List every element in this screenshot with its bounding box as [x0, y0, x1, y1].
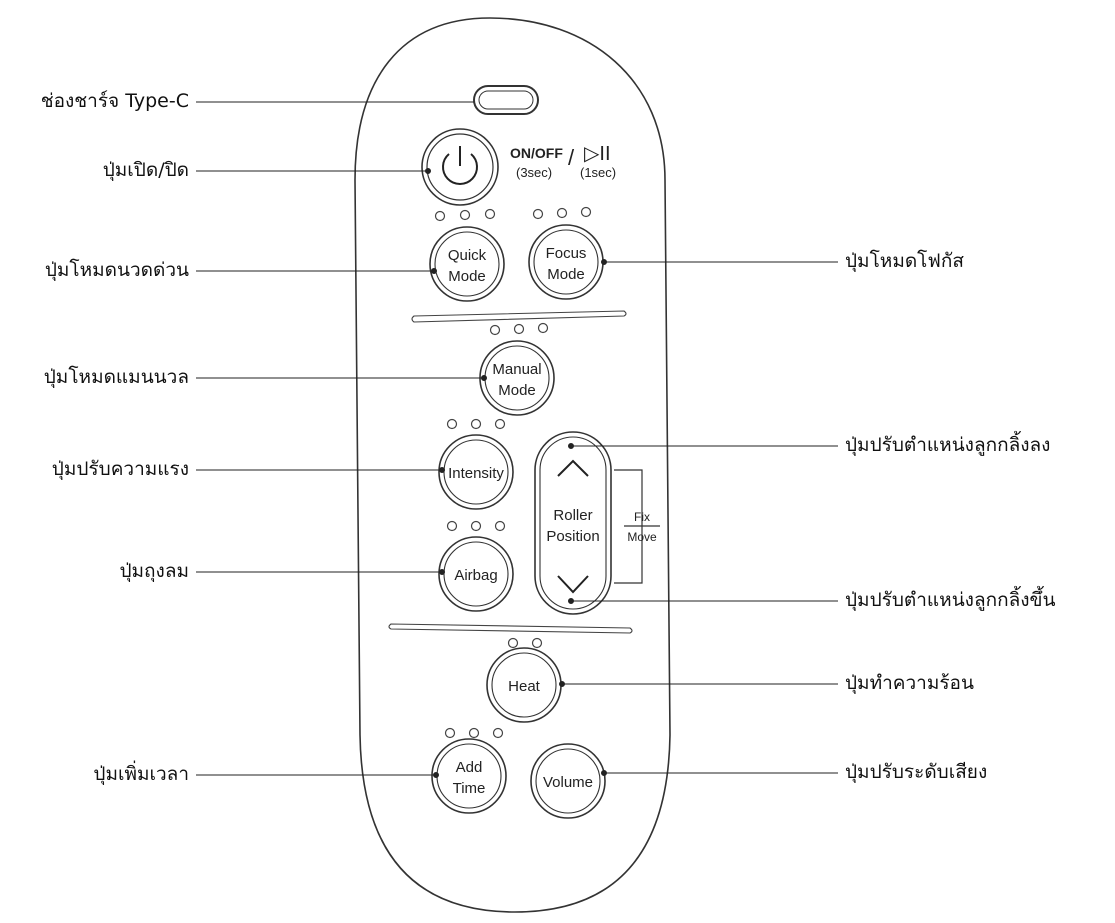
label-manual-mode: ปุ่มโหมดแมนนวล [43, 366, 189, 388]
heat-label: Heat [508, 678, 541, 695]
label-airbag: ปุ่มถุงลม [119, 560, 189, 582]
focus-mode-label-1: Focus [546, 245, 587, 262]
label-volume: ปุ่มปรับระดับเสียง [845, 761, 988, 783]
quick-mode-button[interactable]: Quick Mode [429, 226, 505, 302]
focus-mode-button[interactable]: Focus Mode [528, 224, 604, 300]
manual-mode-button[interactable]: Manual Mode [479, 340, 555, 416]
label-roller-down: ปุ่มปรับตำแหน่งลูกกลิ้งลง [845, 434, 1051, 456]
chevron-up-icon[interactable] [557, 459, 589, 477]
power-onoff-caption: ON/OFF [510, 145, 563, 161]
roller-position-control[interactable]: Roller Position [534, 431, 612, 615]
label-charging-port: ช่องชาร์จ Type-C [40, 90, 189, 112]
add-time-indicators [444, 727, 504, 739]
volume-button[interactable]: Volume [530, 743, 606, 819]
heat-indicators [507, 637, 543, 649]
label-focus-mode: ปุ่มโหมดโฟกัส [845, 250, 964, 272]
intensity-label: Intensity [448, 465, 504, 482]
quick-mode-indicators [434, 208, 496, 222]
chevron-down-icon[interactable] [557, 575, 589, 594]
focus-mode-indicators [532, 206, 592, 220]
play-pause-caption: ▷II [584, 143, 611, 165]
label-heat: ปุ่มทำความร้อน [845, 672, 974, 694]
quick-mode-label-1: Quick [448, 247, 487, 264]
label-power-button: ปุ่มเปิด/ปิด [102, 159, 189, 181]
fix-move-bracket [614, 469, 660, 584]
add-time-label-2: Time [453, 780, 486, 797]
roller-label-1: Roller [553, 507, 592, 524]
move-label: Move [627, 530, 657, 544]
power-slash: / [568, 145, 575, 170]
play-time: (1sec) [580, 165, 616, 180]
airbag-indicators [446, 520, 506, 532]
leader-lines [196, 101, 838, 778]
power-icon [442, 153, 478, 185]
add-time-button[interactable]: Add Time [431, 738, 507, 814]
divider [411, 310, 627, 323]
label-add-time: ปุ่มเพิ่มเวลา [93, 763, 189, 785]
divider [388, 623, 633, 634]
manual-mode-label-2: Mode [498, 382, 536, 399]
label-quick-mode: ปุ่มโหมดนวดด่วน [44, 259, 189, 281]
fix-label: Fix [634, 510, 650, 524]
manual-mode-indicators [489, 322, 549, 336]
intensity-indicators [446, 418, 506, 430]
airbag-label: Airbag [454, 567, 497, 584]
charging-port [473, 85, 539, 115]
label-intensity: ปุ่มปรับความแรง [51, 458, 189, 480]
add-time-label-1: Add [456, 759, 483, 776]
heat-button[interactable]: Heat [486, 647, 562, 723]
roller-label-2: Position [546, 528, 599, 545]
manual-mode-label-1: Manual [492, 361, 541, 378]
label-roller-up: ปุ่มปรับตำแหน่งลูกกลิ้งขึ้น [845, 589, 1056, 611]
volume-label: Volume [543, 774, 593, 791]
power-onoff-time: (3sec) [516, 165, 552, 180]
airbag-button[interactable]: Airbag [438, 536, 514, 612]
intensity-button[interactable]: Intensity [438, 434, 514, 510]
quick-mode-label-2: Mode [448, 268, 486, 285]
power-button[interactable] [421, 128, 499, 206]
focus-mode-label-2: Mode [547, 266, 585, 283]
